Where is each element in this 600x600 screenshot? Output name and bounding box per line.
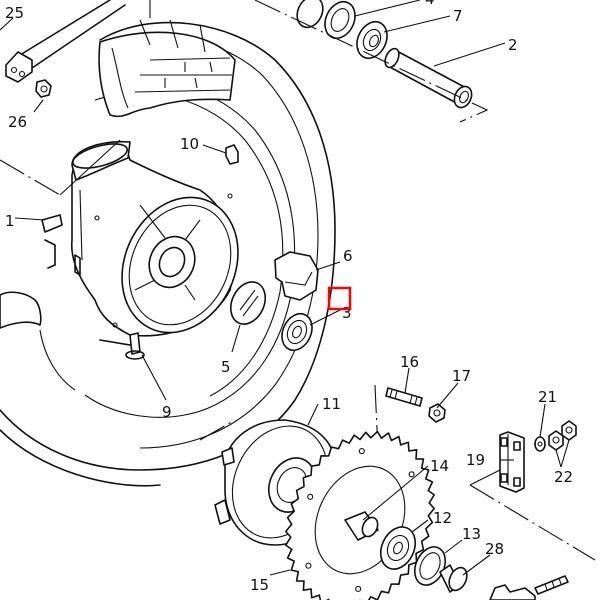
callout-7: 7 (453, 7, 463, 25)
bearing-7 (356, 20, 388, 60)
callout-14: 14 (430, 457, 449, 475)
callout-26: 26 (8, 113, 27, 131)
callout-25: 25 (5, 4, 24, 22)
leader-lines (0, 0, 570, 576)
washer (534, 436, 546, 452)
nut-17 (428, 403, 446, 423)
nut-26 (35, 79, 52, 98)
callout-6: 6 (343, 247, 353, 265)
callout-1: 1 (5, 212, 15, 230)
damper (274, 251, 319, 301)
annotation-box (327, 286, 352, 311)
callout-2: 2 (508, 36, 518, 54)
callout-10: 10 (180, 135, 199, 153)
sprocket-bolt-hole (355, 585, 362, 592)
callout-16: 16 (400, 353, 419, 371)
bearing-12 (379, 526, 417, 570)
callout-3: 3 (342, 304, 352, 322)
balance-weight (225, 144, 239, 165)
bearing-3 (281, 312, 313, 352)
collar-28 (439, 564, 468, 593)
nuts-22 (548, 420, 577, 451)
collar-14 (344, 511, 379, 541)
sprocket-bolt-hole (307, 493, 314, 500)
oil-seal-4 (296, 0, 356, 40)
o-ring (229, 281, 267, 325)
chain-adjuster (489, 575, 569, 600)
callout-12: 12 (433, 509, 452, 527)
sprocket-bolt-hole (305, 562, 312, 569)
callout-19: 19 (466, 451, 485, 469)
callout-15: 15 (250, 576, 269, 594)
callout-13: 13 (462, 525, 481, 543)
wheel-hub (41, 140, 239, 346)
callout-5: 5 (221, 358, 231, 376)
lock-washer (499, 431, 525, 493)
stud-bolt (385, 387, 423, 407)
callout-9: 9 (162, 403, 172, 421)
callout-17: 17 (452, 367, 471, 385)
collar-2 (384, 47, 473, 109)
swingarm-link (5, 0, 126, 83)
callout-4: 4 (425, 0, 435, 8)
sprocket-bolt-hole (408, 471, 415, 478)
rear-tire (0, 19, 336, 487)
sprocket-bolt-hole (358, 448, 365, 455)
callout-22: 22 (554, 468, 573, 486)
callout-28: 28 (485, 540, 504, 558)
callout-11: 11 (322, 395, 341, 413)
valve (125, 332, 145, 360)
callout-labels: 25 26 1 10 4 7 2 6 3 5 9 16 17 21 22 19 … (5, 0, 573, 594)
callout-21: 21 (538, 388, 557, 406)
